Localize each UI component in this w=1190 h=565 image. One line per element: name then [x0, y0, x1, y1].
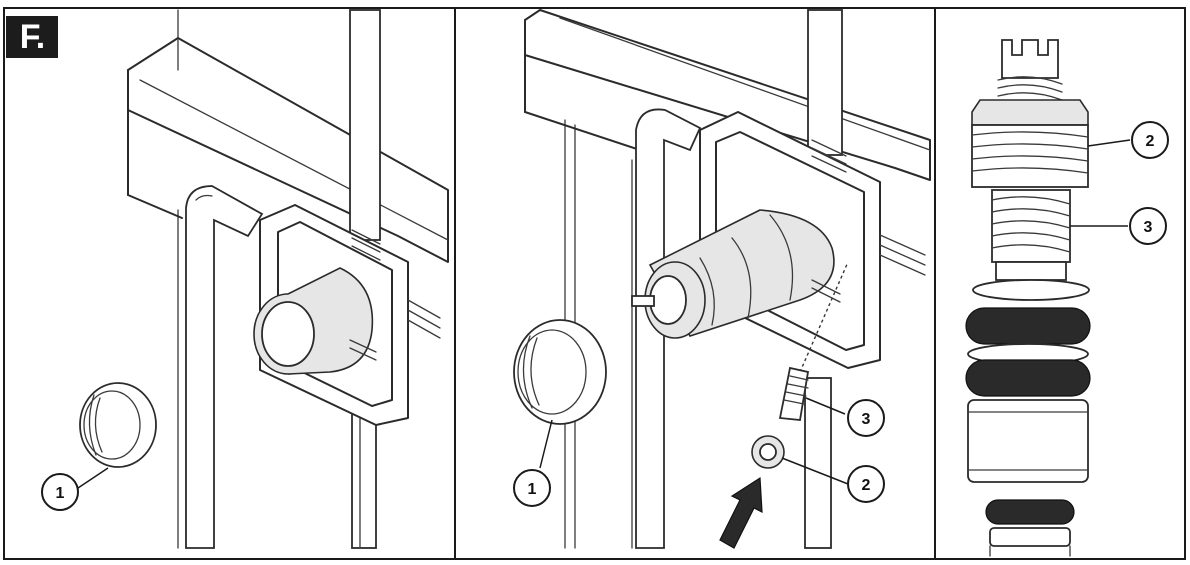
callout-label: 2	[1146, 133, 1155, 150]
callout-leader-p2-3	[805, 397, 846, 415]
callout-leader-p1-1	[77, 467, 109, 489]
figure-frame	[3, 7, 1186, 560]
callout-p3-2: 2	[1131, 121, 1169, 159]
callout-leader-p2-2	[781, 457, 849, 485]
callout-label: 3	[862, 411, 871, 428]
callout-p2-3: 3	[847, 399, 885, 437]
panel-1-drawing	[79, 9, 449, 549]
panel-2-drawing	[513, 9, 931, 549]
callout-label: 1	[528, 481, 537, 498]
callout-label: 1	[56, 485, 65, 502]
callout-leader-p3-2	[1087, 139, 1131, 147]
callout-p2-2: 2	[847, 465, 885, 503]
install-arrow-icon	[719, 476, 763, 549]
panel-3-drawing	[965, 39, 1091, 557]
callout-p2-1: 1	[513, 469, 551, 507]
callout-leader-p2-1	[539, 419, 553, 469]
callout-label: 3	[1144, 219, 1153, 236]
callout-p3-3: 3	[1129, 207, 1167, 245]
callout-p1-1: 1	[41, 473, 79, 511]
step-label: F.	[6, 16, 58, 58]
callout-label: 2	[862, 477, 871, 494]
